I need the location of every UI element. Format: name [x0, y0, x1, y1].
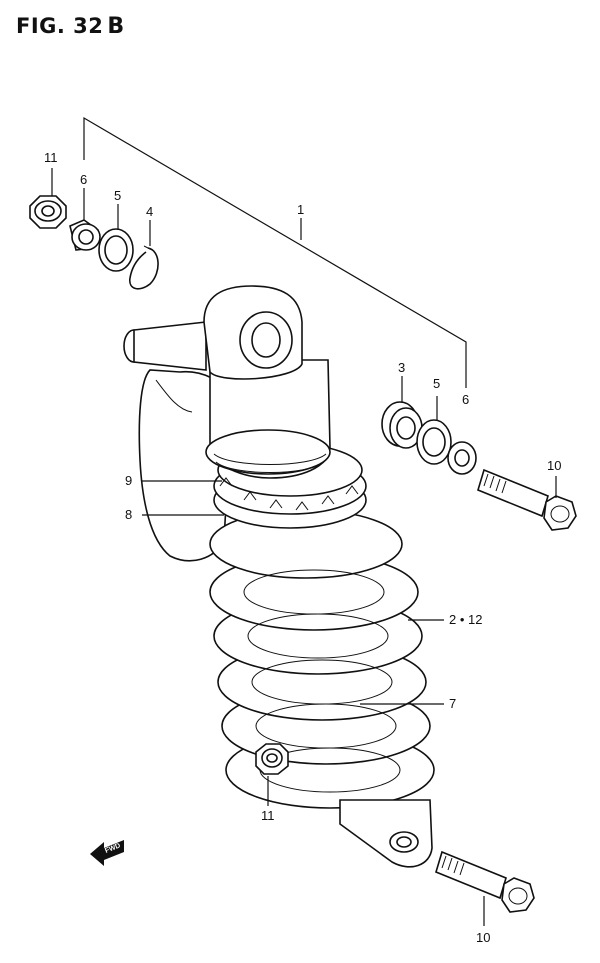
- washer-top: [98, 228, 134, 272]
- callout-3: 3: [398, 360, 405, 375]
- callout-1: 1: [297, 202, 304, 217]
- callout-10-right: 10: [547, 458, 561, 473]
- lower-eye: [339, 799, 433, 868]
- callout-10-bottom: 10: [476, 930, 490, 945]
- flange-nut-top: [29, 195, 67, 229]
- callout-5-right: 5: [433, 376, 440, 391]
- collar-top: [69, 219, 101, 251]
- figure-title-text: FIG. 32: [16, 14, 104, 38]
- bushing: [381, 401, 423, 449]
- assembly-bracket: [83, 116, 467, 388]
- callout-6-right: 6: [462, 392, 469, 407]
- callout-11-top: 11: [44, 150, 58, 165]
- callout-2-12: 2 • 12: [449, 612, 482, 627]
- circlip: [129, 245, 159, 290]
- coil-spring: [209, 509, 435, 809]
- collar-right: [447, 441, 477, 475]
- callout-6-top: 6: [80, 172, 87, 187]
- callout-4: 4: [146, 204, 153, 219]
- callout-9: 9: [125, 473, 132, 488]
- washer-right: [416, 419, 452, 465]
- bolt-right: [477, 468, 577, 531]
- fwd-arrow: FWD: [90, 840, 124, 866]
- flange-nut-bottom: [255, 743, 289, 775]
- shock-body: [203, 285, 331, 479]
- figure-suffix: B: [107, 14, 125, 39]
- callout-7: 7: [449, 696, 456, 711]
- callout-11-bottom: 11: [261, 808, 275, 823]
- callout-8: 8: [125, 507, 132, 522]
- callout-5-top: 5: [114, 188, 121, 203]
- bolt-bottom: [435, 850, 535, 913]
